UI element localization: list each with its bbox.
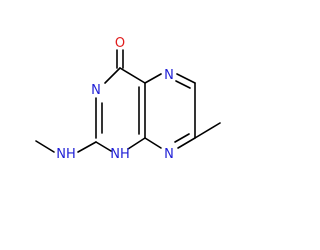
- molecule-structure: O N N N NH NH: [35, 36, 221, 162]
- bond-nh-methyl: [35, 140, 55, 153]
- molecule-canvas: O N N N NH NH: [35, 36, 221, 162]
- atom-nh-ring: NH: [110, 147, 130, 162]
- atom-n3: N: [91, 83, 101, 98]
- bond-c7-n8-double: [174, 133, 190, 143]
- atom-n8: N: [164, 147, 174, 162]
- bond-n5-c6: [176, 73, 196, 84]
- atom-nh-side: NH: [56, 147, 76, 162]
- atom-n5: N: [164, 68, 174, 83]
- bond-c8a-n1: [127, 137, 146, 150]
- bond-n3-c4: [104, 67, 121, 84]
- bond-c7-methyl: [194, 122, 221, 139]
- bond-n1-c2: [95, 141, 112, 152]
- bond-c2-nh: [77, 141, 97, 153]
- bond-c4a-n5: [144, 73, 162, 84]
- bond-n5-c6-double: [175, 80, 191, 89]
- atom-oxygen: O: [115, 36, 125, 51]
- bond-c4-c4a: [119, 67, 146, 84]
- bond-c7-n8: [177, 137, 196, 149]
- bond-n8-c8a: [144, 137, 162, 149]
